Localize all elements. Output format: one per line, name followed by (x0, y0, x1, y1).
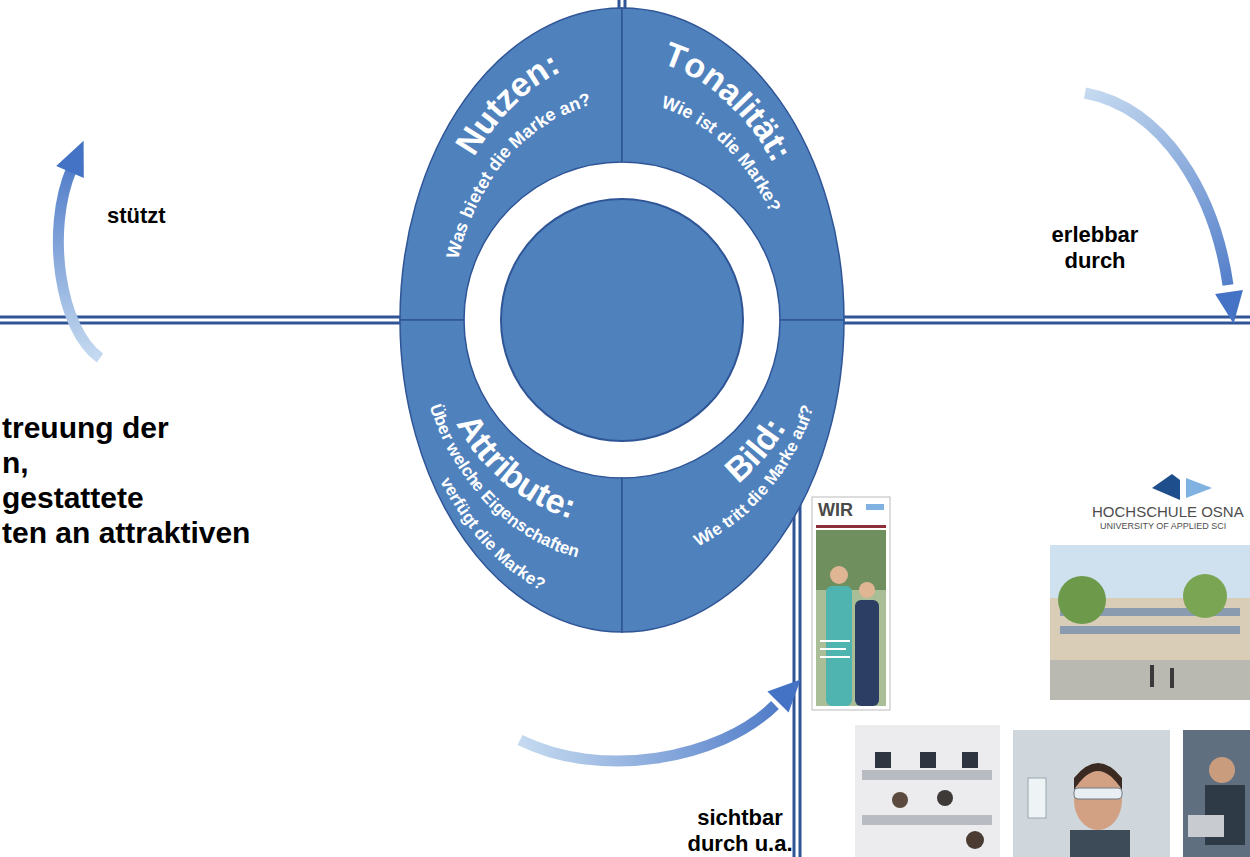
body-text: gestattete (2, 480, 144, 516)
campus-photo (1050, 545, 1250, 700)
logo-shape (1186, 478, 1212, 498)
photo-ground (1013, 730, 1170, 857)
photo-face (1209, 757, 1235, 783)
student-figure (826, 586, 852, 706)
body-text: n, (2, 445, 29, 481)
axis-line-gap (796, 480, 799, 857)
photo-laptop (1188, 815, 1224, 837)
laptop-photo (1183, 730, 1250, 857)
photo-shirt (1070, 830, 1130, 857)
arrow-label: sichtbar durch u.a. (680, 805, 800, 857)
brand-wheel-segment: Attribute:Über welche Eigenschaften verf… (400, 320, 622, 632)
cover-photo (816, 530, 886, 706)
magazine-cover (812, 497, 890, 710)
student-head (859, 582, 875, 598)
photo-ground (1050, 660, 1250, 700)
body-text: treuung der (2, 410, 169, 446)
segment-shape (400, 8, 622, 320)
photo-ground (855, 725, 1000, 857)
segment-shape (622, 8, 844, 320)
cover-trees (816, 530, 886, 590)
cover-frame (812, 497, 890, 710)
segment-shape (400, 320, 622, 632)
photo-ground (1183, 730, 1250, 857)
segment-outline (400, 8, 622, 320)
photo-goggles (1074, 788, 1122, 799)
photo-tree (1183, 574, 1227, 618)
segment-outline (622, 8, 844, 320)
logo-text: HOCHSCHULE OSNA (1092, 503, 1244, 521)
photo-monitor (920, 752, 936, 768)
cover-logo (866, 504, 884, 510)
photo-glassware (1028, 778, 1046, 818)
cover-bar (816, 525, 886, 528)
photo-desk (862, 815, 992, 825)
photo-windows (1060, 626, 1240, 634)
body-text: ten an attraktiven (2, 515, 250, 551)
classroom-photo (855, 725, 1000, 857)
photo-person (966, 831, 984, 849)
photo-tree (1058, 576, 1106, 624)
brand-wheel-segment: Tonalität:Wie ist die Marke? (622, 8, 844, 320)
arrow-label: stützt (107, 203, 166, 229)
student-head (830, 566, 848, 584)
lab-photo (1013, 730, 1170, 857)
photo-desk (862, 770, 992, 780)
brand-wheel-segment: Nutzen:Was bietet die Marke an? (400, 8, 622, 320)
axis-line (793, 480, 802, 857)
arrow-head (1215, 290, 1243, 324)
photo-monitor (875, 752, 891, 768)
photo-monitor (962, 752, 978, 768)
photo-sky (1050, 545, 1250, 700)
cover-text-line (820, 648, 846, 650)
brand-wheel-segment: Bild:Wie tritt die Marke auf? (622, 320, 844, 632)
curved-arrow (58, 168, 100, 358)
student-figure (855, 600, 879, 706)
cover-text-line (820, 640, 850, 642)
photo-person (937, 790, 953, 806)
university-logo (1152, 474, 1212, 500)
arrow-head (767, 679, 800, 712)
logo-shape (1152, 474, 1180, 500)
core-circle (501, 199, 743, 441)
photo-hair (1074, 763, 1122, 790)
arrow-head (56, 141, 84, 178)
segment-shape (622, 320, 844, 632)
photo-person (1150, 665, 1154, 687)
photo-person (892, 792, 908, 808)
arrow-label: erlebbar durch (1035, 222, 1155, 275)
photo-person (1170, 668, 1174, 688)
curved-arrow (520, 705, 775, 761)
cover-text-line (820, 656, 850, 658)
logo-text: UNIVERSITY OF APPLIED SCI (1100, 521, 1226, 532)
logo-text: WIR (818, 500, 853, 522)
